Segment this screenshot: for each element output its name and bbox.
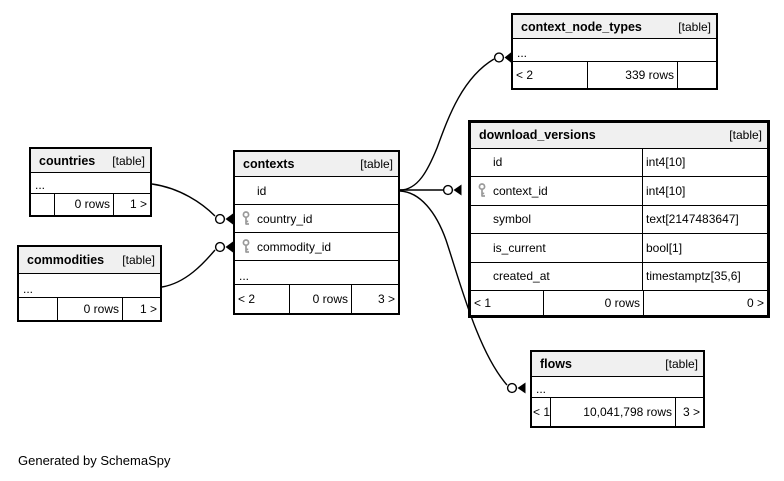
footer-row-count: 0 rows (55, 193, 114, 215)
column-name: id (493, 155, 503, 170)
footer-related-right: 0 > (746, 296, 764, 310)
table-badge: [table] (122, 253, 155, 267)
column-name: created_at (493, 269, 550, 284)
table-name: flows (540, 357, 572, 371)
edge-commodities-to-contexts (161, 249, 216, 288)
column-name: context_id (493, 183, 548, 198)
edge-arrow (225, 213, 233, 225)
table-footer: < 2 339 rows (513, 62, 716, 88)
table-header: commodities [table] (19, 247, 160, 274)
hidden-columns-row: ... (235, 261, 398, 285)
footer-row-count: 0 rows (544, 291, 644, 315)
hidden-columns-row: ... (532, 377, 703, 398)
column-type: text[2147483647] (642, 205, 767, 233)
footer-related-right: 3 > (377, 292, 395, 306)
table-footer: 0 rows 1 > (31, 193, 150, 215)
table-node-commodities[interactable]: commodities [table] ... 0 rows 1 > (17, 245, 162, 322)
footer-related-right (678, 62, 716, 88)
footer-related-left: < 1 (532, 398, 551, 426)
column-row-symbol: symbol text[2147483647] (471, 205, 767, 234)
table-footer: < 1 0 rows 0 > (471, 291, 767, 315)
edge-arrow (453, 184, 462, 196)
column-name: commodity_id (257, 239, 332, 254)
column-type: timestamptz[35,6] (642, 262, 767, 290)
column-row-country-id: country_id (235, 205, 398, 233)
table-badge: [table] (360, 157, 393, 171)
table-badge: [table] (678, 19, 711, 34)
table-node-countries[interactable]: countries [table] ... 0 rows 1 > (29, 147, 152, 217)
footer-related-left: < 2 (513, 62, 588, 88)
edge-odot (506, 382, 518, 394)
edge-arrow (225, 241, 233, 253)
edge-odot (493, 52, 505, 63)
table-name: countries (39, 153, 96, 168)
table-footer: < 2 0 rows 3 > (235, 285, 398, 313)
column-name: symbol (493, 212, 532, 227)
table-badge: [table] (729, 128, 762, 143)
column-row-context-id: context_id int4[10] (471, 177, 767, 206)
column-name: country_id (257, 211, 313, 226)
footer-related-left: < 1 (471, 291, 544, 315)
table-node-contexts[interactable]: contexts [table] id country_id commodity… (233, 150, 400, 315)
foreign-key-icon (242, 211, 250, 225)
column-row-created-at: created_at timestamptz[35,6] (471, 262, 767, 291)
edge-odot (214, 241, 226, 253)
column-type: int4[10] (642, 177, 767, 205)
table-header: download_versions [table] (471, 123, 767, 149)
column-name: id (257, 183, 267, 198)
footer-related-left: < 2 (235, 285, 290, 313)
column-name: is_current (493, 240, 546, 255)
table-name: contexts (243, 157, 295, 171)
table-badge: [table] (665, 357, 698, 371)
foreign-key-icon (242, 239, 250, 253)
edge-odot (442, 184, 454, 196)
column-row-commodity-id: commodity_id (235, 233, 398, 261)
table-name: download_versions (479, 128, 596, 143)
table-name: context_node_types (521, 19, 642, 34)
footer-related-right: 3 > (682, 405, 700, 419)
foreign-key-icon (478, 183, 486, 198)
footer-row-count: 10,041,798 rows (551, 398, 676, 426)
table-header: contexts [table] (235, 152, 398, 177)
table-header: flows [table] (532, 352, 703, 377)
column-type: int4[10] (642, 148, 767, 176)
footer-row-count: 0 rows (58, 298, 123, 320)
column-type: bool[1] (642, 234, 767, 262)
footer-related-right: 1 > (139, 302, 157, 316)
edge-arrow (517, 382, 526, 394)
footer-row-count: 0 rows (290, 285, 352, 313)
table-footer: 0 rows 1 > (19, 298, 160, 320)
edge-odot (214, 213, 226, 225)
table-footer: < 1 10,041,798 rows 3 > (532, 398, 703, 426)
table-node-flows[interactable]: flows [table] ... < 1 10,041,798 rows 3 … (530, 350, 705, 428)
footer-related-left (31, 193, 55, 215)
footer-row-count: 339 rows (588, 62, 678, 88)
table-node-download-versions[interactable]: download_versions [table] id int4[10] co… (468, 120, 770, 318)
hidden-columns-row: ... (19, 274, 160, 298)
footer-related-right: 1 > (129, 197, 147, 212)
generated-by-note: Generated by SchemaSpy (18, 453, 171, 468)
footer-related-left (19, 298, 58, 320)
hidden-columns-row: ... (513, 39, 716, 62)
table-header: context_node_types [table] (513, 15, 716, 39)
table-badge: [table] (112, 153, 145, 168)
column-row-id: id (235, 177, 398, 205)
edge-countries-to-contexts (151, 183, 216, 217)
table-node-context-node-types[interactable]: context_node_types [table] ... < 2 339 r… (511, 13, 718, 90)
table-name: commodities (27, 253, 105, 267)
hidden-columns-row: ... (31, 173, 150, 194)
column-row-id: id int4[10] (471, 148, 767, 177)
table-header: countries [table] (31, 149, 150, 173)
column-row-is-current: is_current bool[1] (471, 234, 767, 263)
